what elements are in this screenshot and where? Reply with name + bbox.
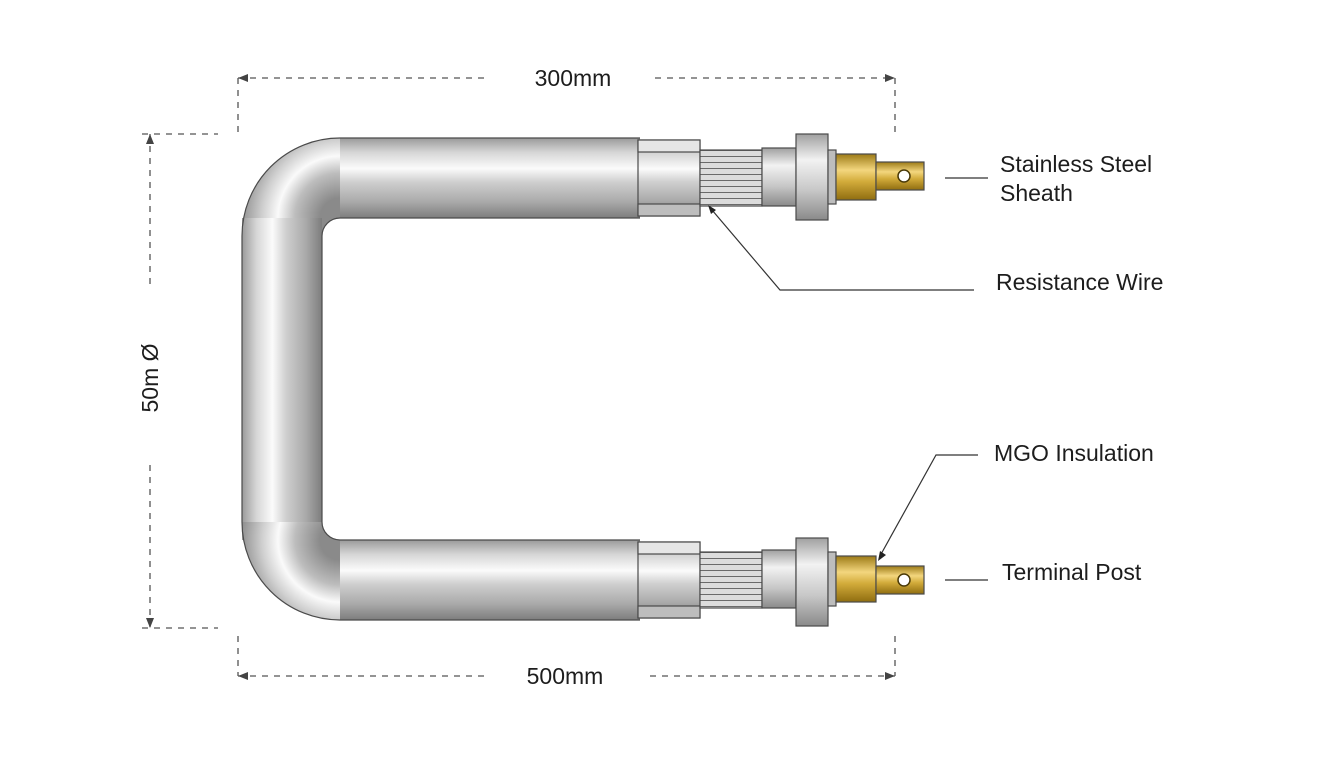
label-terminal: Terminal Post [1002, 559, 1142, 585]
top-fitting [637, 133, 925, 221]
callout-sheath: Stainless Steel Sheath [945, 151, 1152, 206]
dimension-bottom-label: 500mm [527, 663, 604, 689]
dimension-bottom: 500mm [237, 636, 896, 689]
label-sheath-line2: Sheath [1000, 180, 1073, 206]
label-resistance-wire: Resistance Wire [996, 269, 1163, 295]
dimension-left-label: 50m Ø [137, 343, 163, 412]
dimension-top: 300mm [237, 65, 896, 132]
steel-sheath-tube [241, 137, 640, 621]
label-insulation: MGO Insulation [994, 440, 1154, 466]
bottom-fitting [637, 537, 925, 627]
dimension-left: 50m Ø [137, 133, 218, 629]
callout-insulation: MGO Insulation [878, 440, 1154, 561]
dimension-top-label: 300mm [535, 65, 612, 91]
label-sheath-line1: Stainless Steel [1000, 151, 1152, 177]
callout-terminal: Terminal Post [945, 559, 1142, 585]
callout-resistance-wire: Resistance Wire [708, 205, 1163, 295]
